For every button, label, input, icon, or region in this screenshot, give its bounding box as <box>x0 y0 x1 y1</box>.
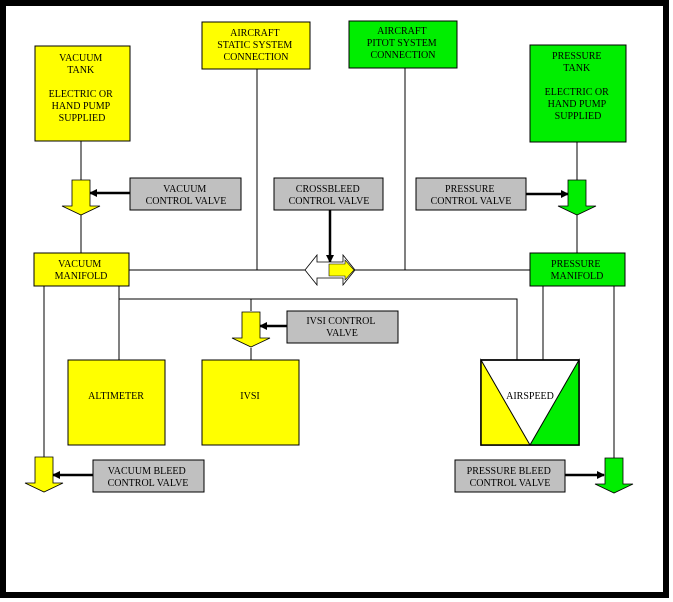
pressure-bleed-flow-arrow-icon <box>594 457 634 494</box>
pitot-connection-box: AIRCRAFT PITOT SYSTEM CONNECTION <box>348 20 458 69</box>
pressure-bleed-control-valve-box: PRESSURE BLEED CONTROL VALVE <box>454 459 566 493</box>
valve-actuator-arrows <box>52 189 605 479</box>
altimeter-box: ALTIMETER <box>67 359 166 446</box>
vacuum-flow-arrow-icon <box>61 179 101 216</box>
airspeed-label: AIRSPEED <box>506 391 554 402</box>
connection-lines <box>43 67 615 458</box>
vacuum-tank-label: VACUUM TANK ELECTRIC OR HAND PUMP SUPPLI… <box>49 53 116 124</box>
static-connection-box: AIRCRAFT STATIC SYSTEM CONNECTION <box>201 21 311 70</box>
vacuum-manifold-box: VACUUM MANIFOLD <box>33 252 130 287</box>
line-static-branch-to-airspeed <box>119 298 518 360</box>
vacuum-bleed-flow-arrow-icon <box>24 456 64 493</box>
vacuum-bleed-control-valve-box: VACUUM BLEED CONTROL VALVE <box>92 459 205 493</box>
pressure-tank-label: PRESSURE TANK ELECTRIC OR HAND PUMP SUPP… <box>545 51 612 122</box>
airspeed-indicator-box: AIRSPEED <box>480 358 580 446</box>
crossbleed-flow-arrow-icon <box>328 259 355 281</box>
vacuum-bleed-control-valve-label: VACUUM BLEED CONTROL VALVE <box>108 466 189 489</box>
crossbleed-control-valve-label: CROSSBLEED CONTROL VALVE <box>289 184 370 207</box>
pressure-control-valve-box: PRESSURE CONTROL VALVE <box>415 177 527 211</box>
pitot-connection-label: AIRCRAFT PITOT SYSTEM CONNECTION <box>367 26 439 61</box>
pressure-tank-box: PRESSURE TANK ELECTRIC OR HAND PUMP SUPP… <box>529 44 627 143</box>
ivsi-control-valve-label: IVSI CONTROL VALVE <box>306 316 377 339</box>
ivsi-flow-arrow-icon <box>231 311 271 348</box>
altimeter-label: ALTIMETER <box>88 391 144 402</box>
pressure-flow-arrow-icon <box>557 179 597 216</box>
vacuum-tank-box: VACUUM TANK ELECTRIC OR HAND PUMP SUPPLI… <box>34 45 131 142</box>
vacuum-control-valve-label: VACUUM CONTROL VALVE <box>146 184 227 207</box>
static-connection-label: AIRCRAFT STATIC SYSTEM CONNECTION <box>217 28 295 63</box>
ivsi-label: IVSI <box>240 391 259 402</box>
pressure-bleed-control-valve-label: PRESSURE BLEED CONTROL VALVE <box>467 466 554 489</box>
crossbleed-control-valve-box: CROSSBLEED CONTROL VALVE <box>273 177 384 211</box>
vacuum-control-valve-box: VACUUM CONTROL VALVE <box>129 177 242 211</box>
pressure-manifold-label: PRESSURE MANIFOLD <box>551 259 604 282</box>
pressure-manifold-box: PRESSURE MANIFOLD <box>529 252 626 287</box>
ivsi-control-valve-box: IVSI CONTROL VALVE <box>286 310 399 344</box>
pressure-control-valve-label: PRESSURE CONTROL VALVE <box>431 184 512 207</box>
ivsi-box: IVSI <box>201 359 300 446</box>
vacuum-manifold-label: VACUUM MANIFOLD <box>55 259 108 282</box>
